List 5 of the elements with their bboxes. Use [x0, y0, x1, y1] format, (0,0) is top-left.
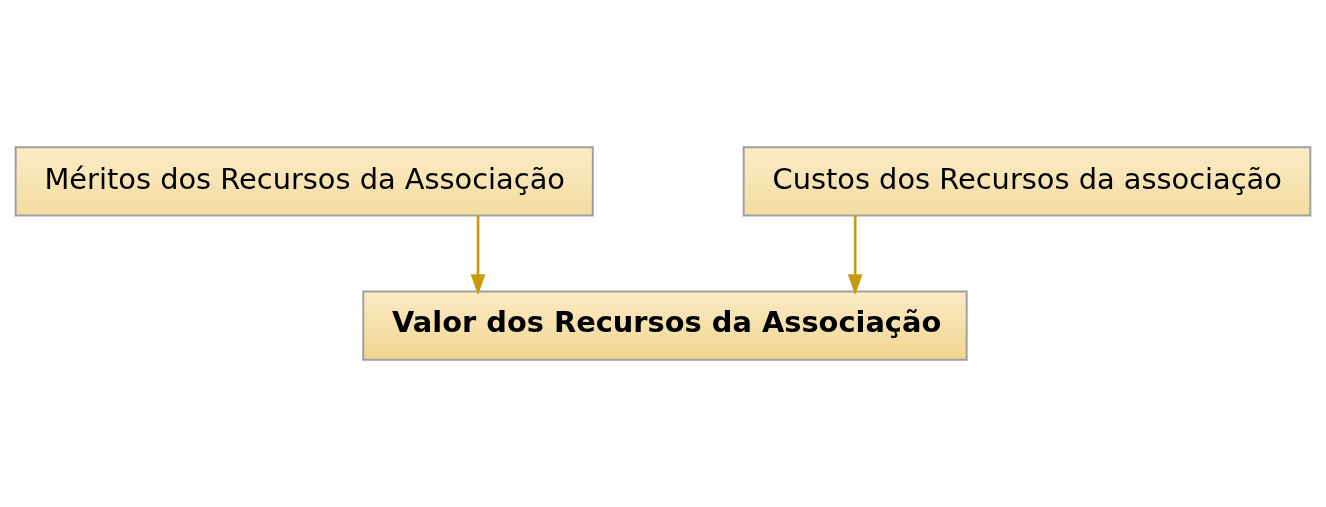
node-box: Valor dos Recursos da Associação — [362, 290, 968, 361]
node-box: Custos dos Recursos da associação — [742, 146, 1312, 217]
arrow — [470, 215, 486, 296]
arrow — [847, 215, 863, 296]
node-box: Méritos dos Recursos da Associação — [14, 146, 594, 217]
